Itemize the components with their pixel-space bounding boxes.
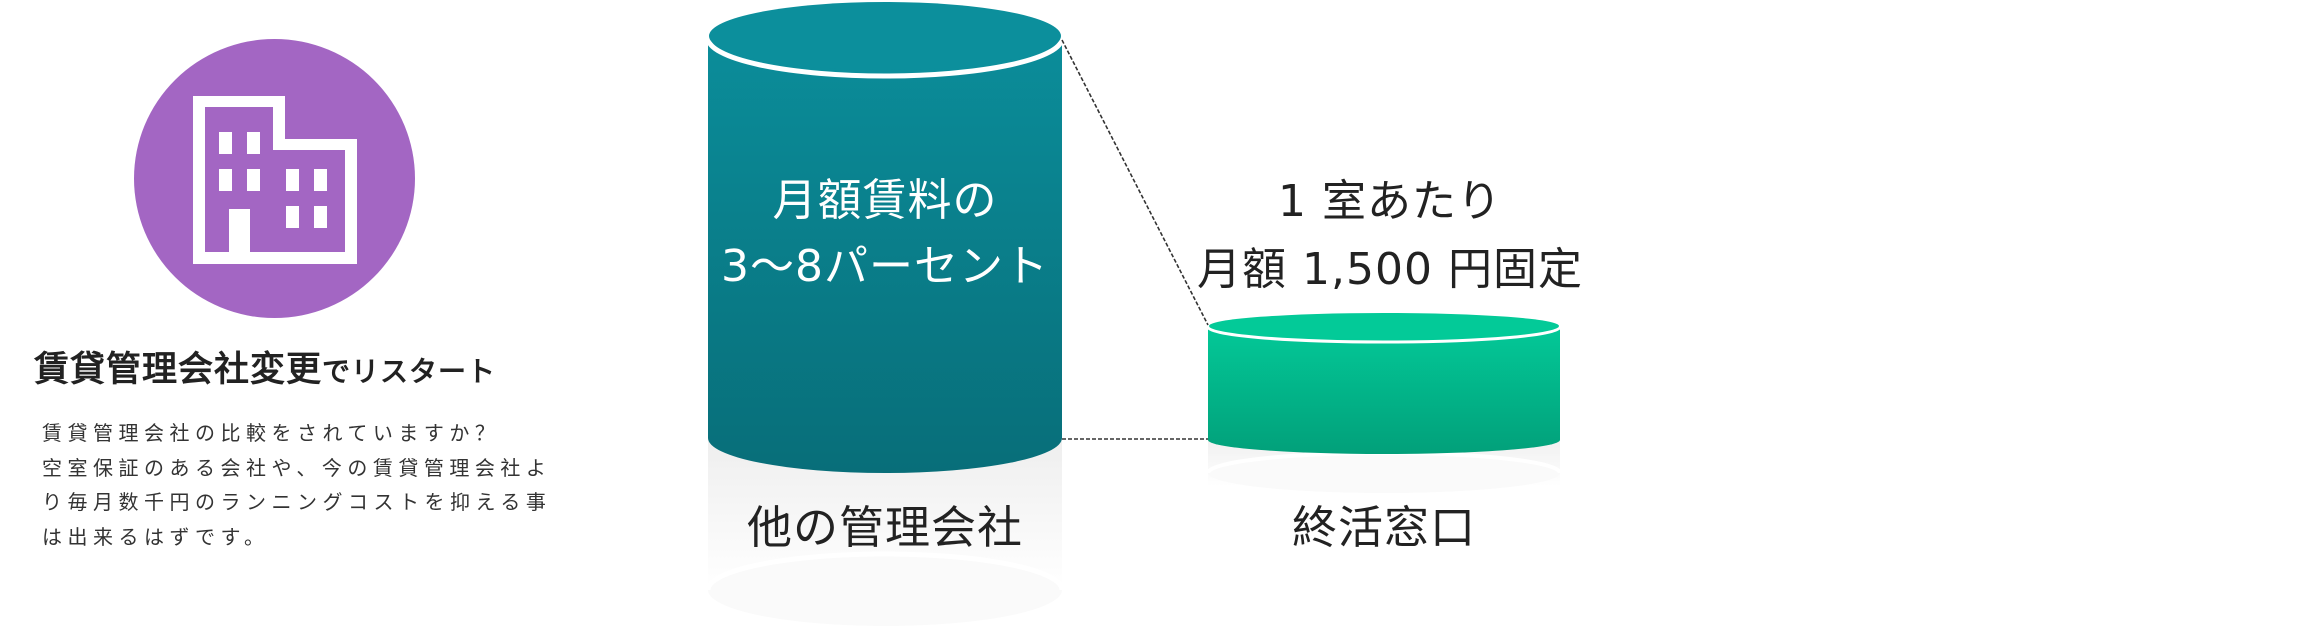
- our-service-fee-text: 1 室あたり 月額 1,500 円固定: [1180, 168, 1600, 304]
- our-service-fee-line1: 1 室あたり: [1278, 176, 1502, 227]
- other-company-cylinder: [705, 0, 1065, 473]
- feature-description: 賃貸管理会社の比較をされていますか？ 空室保証のある会社や、今の賃貸管理会社よ …: [42, 416, 552, 554]
- building-outline: [193, 96, 357, 264]
- our-service-label: 終活窓口: [1291, 501, 1476, 554]
- building-windows: [219, 132, 327, 228]
- feature-title-main: 賃貸管理会社変更: [34, 350, 323, 390]
- feature-title-suffix: でリスタート: [322, 355, 497, 388]
- building-icon: [134, 39, 415, 318]
- description-line: 空室保証のある会社や、今の賃貸管理会社よ: [42, 455, 552, 480]
- our-service-cylinder: [1206, 310, 1562, 454]
- description-line: り毎月数千円のランニングコストを抑える事: [42, 490, 552, 514]
- description-line: は出来るはずです。: [42, 524, 270, 549]
- other-company-fee-line1: 月額賃料の: [772, 175, 998, 226]
- connector-top-dashed-line: [1061, 39, 1209, 326]
- other-company-label: 他の管理会社: [746, 501, 1023, 554]
- other-company-fee-text: 月額賃料の 3～8パーセント: [708, 168, 1062, 300]
- other-company-fee-line2: 3～8パーセント: [721, 241, 1049, 292]
- our-service-fee-line2: 月額 1,500 円固定: [1197, 244, 1583, 295]
- feature-title: 賃貸管理会社変更でリスタート: [34, 348, 594, 398]
- description-line: 賃貸管理会社の比較をされていますか？: [42, 421, 501, 445]
